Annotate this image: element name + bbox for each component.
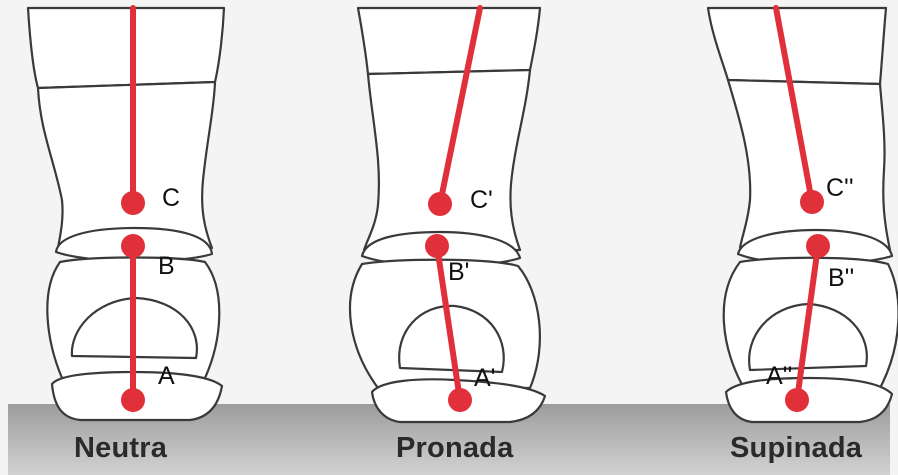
point-pronada-c [428, 192, 452, 216]
label-neutra-a: A [158, 362, 175, 391]
point-supinada-c [800, 190, 824, 214]
point-pronada-a [448, 388, 472, 412]
caption-neutra: Neutra [74, 432, 167, 465]
label-pronada-a: A' [474, 364, 495, 393]
caption-supinada: Supinada [730, 432, 862, 465]
label-supinada-c: C'' [826, 174, 854, 203]
label-pronada-b: B' [448, 258, 469, 287]
label-neutra-b: B [158, 252, 175, 281]
point-supinada-a [785, 388, 809, 412]
point-supinada-b [806, 234, 830, 258]
label-neutra-c: C [162, 184, 180, 213]
label-pronada-c: C' [470, 186, 493, 215]
label-supinada-a: A'' [766, 362, 792, 391]
point-neutra-a [121, 388, 145, 412]
caption-pronada: Pronada [396, 432, 513, 465]
point-pronada-b [425, 234, 449, 258]
point-neutra-b [121, 234, 145, 258]
label-supinada-b: B'' [828, 264, 854, 293]
point-neutra-c [121, 191, 145, 215]
